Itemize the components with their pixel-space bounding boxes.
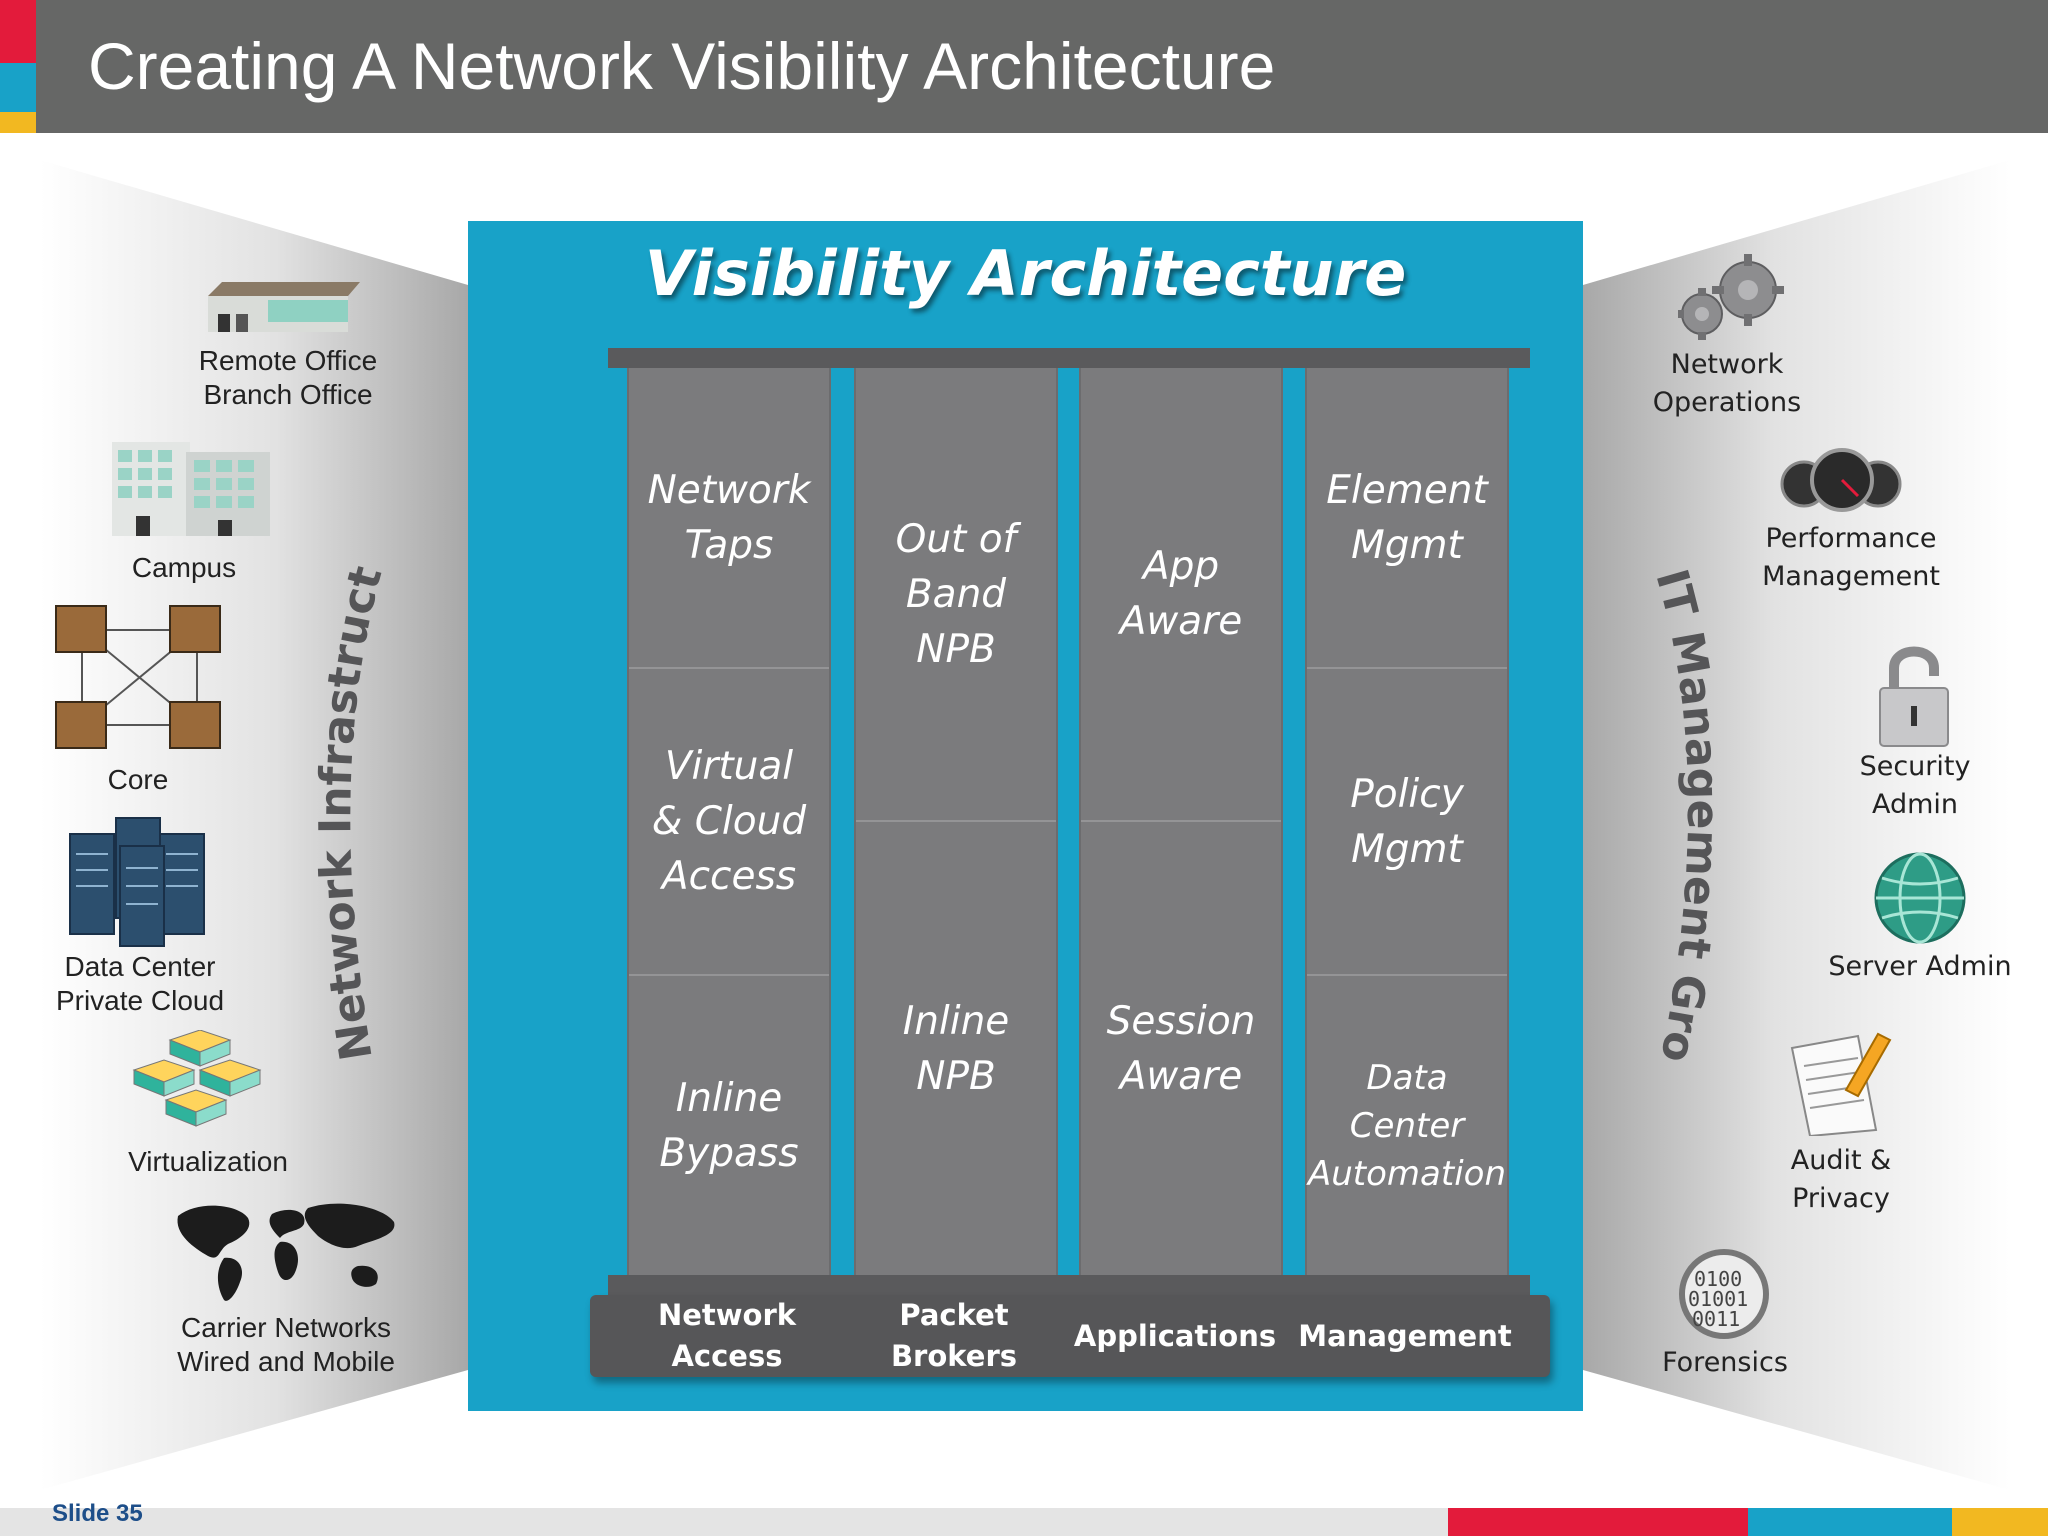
footer-stripe-red xyxy=(1448,1508,1748,1536)
globe-icon xyxy=(1874,852,1966,944)
base-label-applications: Applications xyxy=(1073,1318,1277,1353)
forensics-label: Forensics xyxy=(1662,1347,1788,1378)
bottom-beam xyxy=(608,1275,1530,1297)
building-icon xyxy=(208,282,360,332)
accent-stripe-teal xyxy=(0,63,36,112)
core-label: Core xyxy=(107,764,169,795)
footer-stripe-teal xyxy=(1748,1508,1952,1536)
audit-privacy-label: Audit &Privacy xyxy=(1790,1145,1892,1214)
binary-magnifier-icon: 0100 01001 0011 xyxy=(1679,1249,1769,1339)
svg-text:0011: 0011 xyxy=(1692,1307,1740,1331)
core-switch-icon xyxy=(55,605,221,749)
base-label-management: Management xyxy=(1298,1318,1512,1353)
svg-text:01001: 01001 xyxy=(1688,1287,1748,1311)
top-beam xyxy=(608,348,1530,368)
document-pencil-icon xyxy=(1790,1032,1892,1136)
title-bar xyxy=(0,0,2048,133)
slide-number: Slide 35 xyxy=(52,1500,143,1527)
accent-stripe-red xyxy=(0,0,36,63)
footer-stripe-yellow xyxy=(1952,1508,2048,1536)
server-rack-icon xyxy=(69,817,205,947)
virtualization-cubes-icon xyxy=(132,1030,262,1127)
campus-label: Campus xyxy=(131,552,237,583)
gears-icon xyxy=(1678,254,1784,340)
right-panel-wedge xyxy=(1583,160,2010,1490)
world-map-icon xyxy=(177,1203,395,1301)
gauges-icon xyxy=(1780,448,1902,512)
architecture-title: Visibility Architecture xyxy=(644,237,1407,310)
accent-stripe-yellow xyxy=(0,112,36,133)
virtualization-label: Virtualization xyxy=(128,1146,288,1177)
slide-title: Creating A Network Visibility Architectu… xyxy=(88,29,1276,103)
server-admin-label: Server Admin xyxy=(1828,951,2012,982)
campus-icon xyxy=(112,442,270,536)
svg-text:0100: 0100 xyxy=(1694,1267,1742,1291)
padlock-icon xyxy=(1879,646,1949,747)
